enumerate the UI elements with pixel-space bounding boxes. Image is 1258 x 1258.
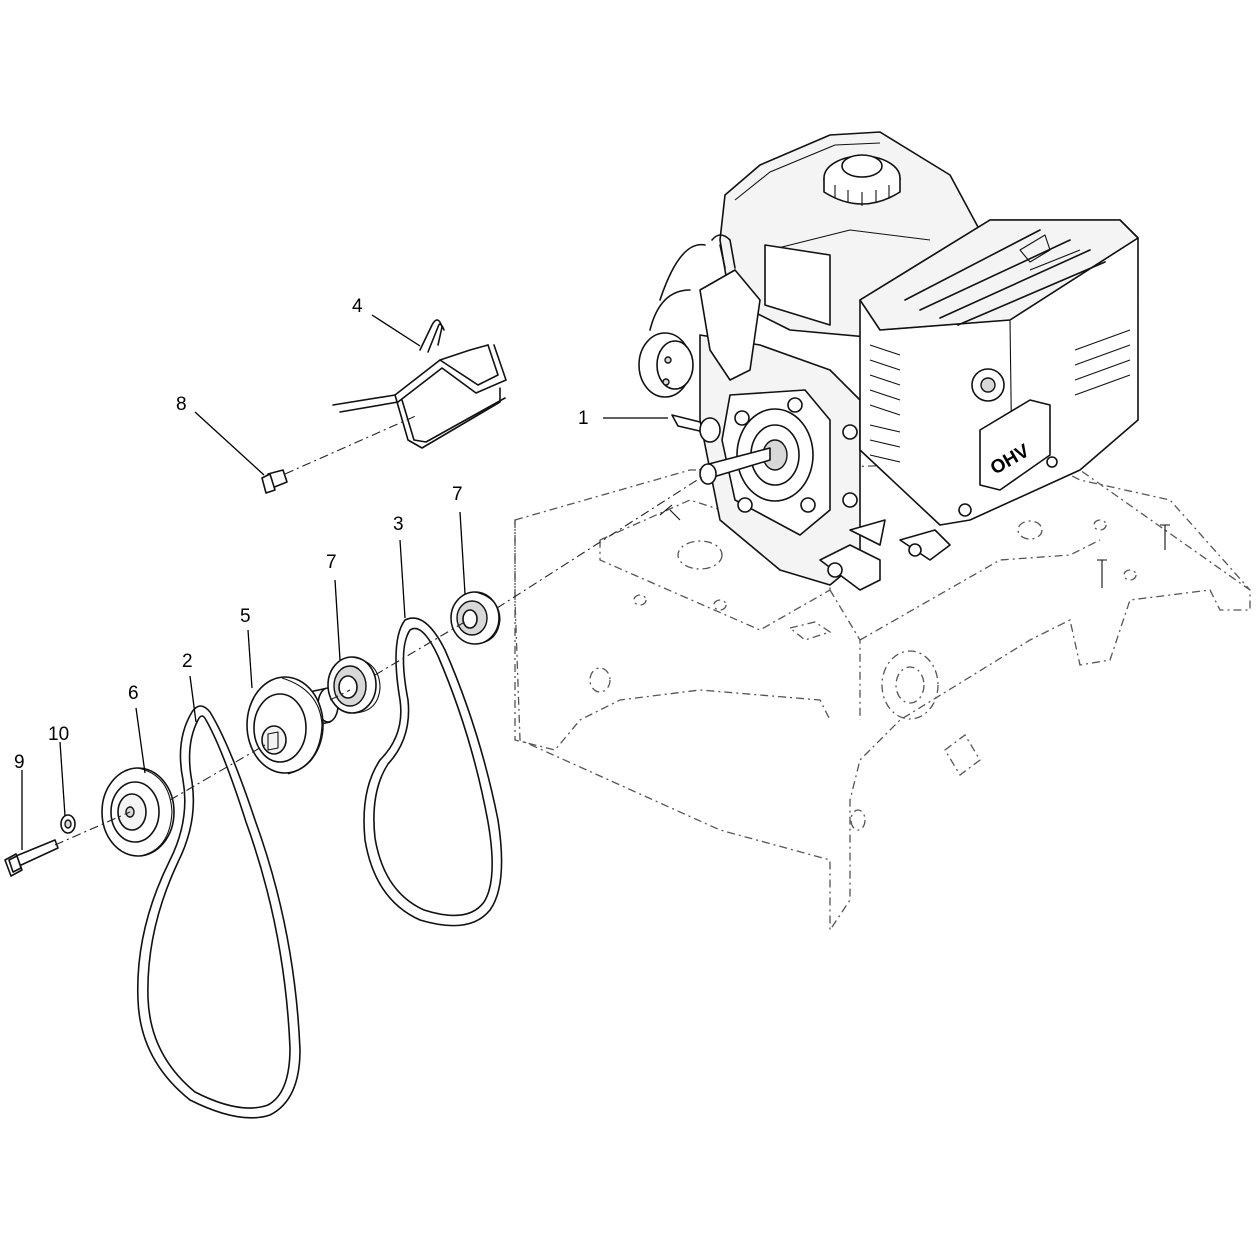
callout-8: 8 — [176, 394, 187, 415]
drive-belt-front — [136, 705, 301, 1119]
bracket-bolt — [261, 469, 288, 494]
belt-guide-bracket — [332, 319, 507, 449]
callout-7b: 7 — [452, 484, 463, 505]
callout-3: 3 — [393, 514, 404, 535]
engine — [638, 131, 1139, 591]
callout-1: 1 — [578, 408, 589, 429]
middle-pulley — [246, 676, 339, 775]
callout-labels: 1 2 3 4 5 6 7 7 8 9 10 — [14, 296, 589, 773]
callout-4: 4 — [352, 296, 363, 317]
assembly-centerlines — [54, 414, 706, 846]
callout-2: 2 — [182, 651, 193, 672]
spacer-bearing-rear — [450, 591, 501, 645]
leader-lines — [21, 314, 668, 850]
callout-6: 6 — [128, 683, 139, 704]
callout-5: 5 — [240, 606, 251, 627]
callout-10: 10 — [48, 724, 69, 745]
pulley-bolt — [4, 839, 59, 877]
callout-7a: 7 — [326, 552, 337, 573]
washer — [60, 814, 76, 834]
callout-9: 9 — [14, 752, 25, 773]
spacer-bearing-front — [327, 656, 381, 714]
drive-belt-rear — [363, 617, 503, 927]
front-pulley — [101, 767, 175, 857]
